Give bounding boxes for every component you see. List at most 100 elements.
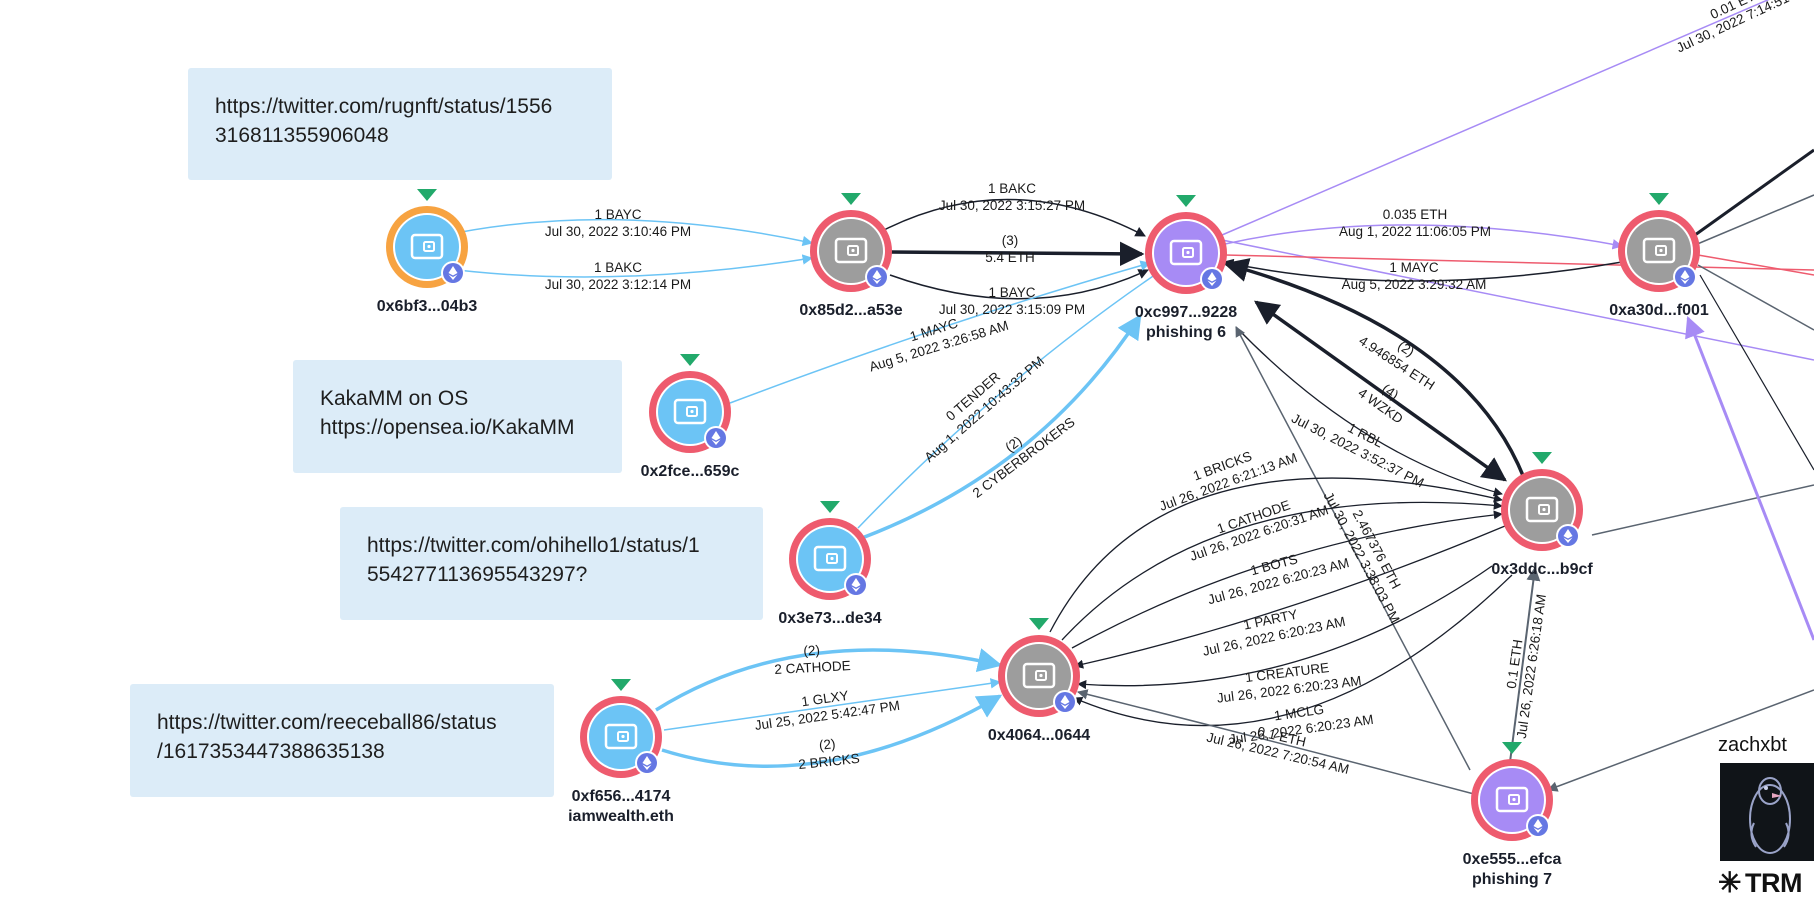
edge-e23[interactable] [1509,566,1541,763]
wallet-icon [1169,239,1203,266]
edge-label-line2: Jul 30, 2022 3:12:14 PM [545,277,691,292]
author-name: zachxbt [1718,734,1787,756]
node-n3e73[interactable]: 0x3e73...de34 [778,501,882,627]
note-line: https://opensea.io/KakaMM [320,416,575,439]
edge-e8[interactable] [861,313,1142,540]
edge-e13[interactable] [1254,300,1507,482]
edge-e6[interactable] [729,260,1152,404]
edge-stub[interactable] [1224,254,1814,271]
ethereum-icon [844,573,868,597]
node-n85d2[interactable]: 0x85d2...a53e [799,193,903,319]
node-address-label: 0x6bf3...04b3 [377,298,478,315]
ethereum-icon [635,751,659,775]
flag-marker-icon [611,679,631,691]
edge-e4[interactable] [886,241,1145,267]
edge-e10[interactable] [1222,258,1623,282]
edge-label-line1: (2) [818,736,836,753]
edge-label-line2: 2 BRICKS [798,751,861,772]
edge-label-line1: 1 BAYC [594,207,641,222]
node-n6bf3[interactable]: 0x6bf3...04b3 [377,189,478,315]
node-na30d[interactable]: 0xa30d...f001 [1609,193,1709,319]
edge-e21[interactable] [1073,574,1513,727]
note-line: https://twitter.com/rugnft/status/1556 [215,95,553,118]
ethereum-icon [704,426,728,450]
flag-marker-icon [841,193,861,205]
edge-e3[interactable] [879,198,1146,237]
note-rugnft[interactable]: https://twitter.com/rugnft/status/1556 3… [188,68,612,180]
edge-label-line2: Aug 5, 2022 3:29:32 AM [1342,277,1487,292]
edge-e19[interactable] [1074,525,1506,669]
edge-stub[interactable] [1547,689,1814,792]
edge-label-line1: (2) [803,643,820,659]
edge-stub[interactable] [1699,274,1814,471]
edge-label-line2: 2 CATHODE [774,658,851,677]
node-n2fce[interactable]: 0x2fce...659c [641,354,740,480]
note-reeceball[interactable]: https://twitter.com/reeceball86/status /… [130,684,554,797]
wallet-icon [1022,662,1056,689]
edge-e22[interactable] [1076,689,1475,795]
edge-label-e24: (2)2 CATHODE [774,643,851,677]
edge-e24[interactable] [655,648,1003,712]
note-line: 554277113695543297? [367,563,588,586]
node-address-label: 0xf656...4174 [572,788,671,805]
edge-e15[interactable] [1235,326,1471,771]
edge-e25[interactable] [663,678,1002,731]
node-tag-label: phishing 6 [1146,324,1226,341]
edge-stub[interactable] [1697,264,1814,331]
ethereum-icon [865,265,889,289]
flag-marker-icon [820,501,840,513]
node-address-label: 0x4064...0644 [988,727,1090,744]
wallet-icon [604,723,638,750]
edge-stub[interactable] [1221,239,1814,361]
node-tag-label: phishing 7 [1472,871,1552,888]
node-address-label: 0xe555...efca [1463,851,1562,868]
edge-label-line2: Aug 1, 2022 11:06:05 PM [1339,224,1491,239]
node-n4064[interactable]: 0x4064...0644 [988,618,1090,744]
edge-label-e26: (2)2 BRICKS [798,736,861,772]
edge-stub[interactable] [1694,148,1814,237]
wallet-icon [673,398,707,425]
node-body [1480,768,1544,832]
edge-label-line1: 1 GLXY [801,688,850,709]
edge-e2[interactable] [440,254,814,278]
edge-e1[interactable] [440,218,814,247]
note-ohihello[interactable]: https://twitter.com/ohihello1/status/1 5… [340,507,763,620]
ethereum-icon [1200,267,1224,291]
edge-stub[interactable] [1591,484,1814,536]
edge-e16[interactable] [1049,477,1503,633]
node-n3ddc[interactable]: 0x3ddc...b9cf [1491,452,1593,578]
edge-e17[interactable] [1061,500,1503,641]
edge-e7[interactable] [857,269,1163,529]
edge-e9[interactable] [1224,224,1624,250]
ethereum-icon [1673,265,1697,289]
note-kakamm[interactable]: KakaMM on OS https://opensea.io/KakaMM [293,360,622,473]
ethereum-icon [1556,524,1580,548]
edge-e18[interactable] [1071,510,1503,649]
edge-stub[interactable] [1697,254,1814,276]
trm-logo: ✳TRM [1718,866,1802,899]
edge-e20[interactable] [1077,565,1493,690]
edge-label-line1: (3) [1002,233,1019,248]
flag-marker-icon [1029,618,1049,630]
node-address-label: 0xa30d...f001 [1609,302,1709,319]
edge-e5[interactable] [889,269,1149,300]
node-address-label: 0x2fce...659c [641,463,740,480]
note-line: KakaMM on OS [320,387,469,410]
edge-e26[interactable] [661,694,1003,768]
flag-marker-icon [1502,742,1522,754]
edge-label-line1: 0.035 ETH [1383,207,1448,222]
edge-e11[interactable] [1221,0,1814,236]
node-ne555[interactable]: 0xe555...efca phishing 7 [1463,742,1562,888]
edge-stub[interactable] [1685,316,1814,641]
edge-stub[interactable] [1694,194,1814,246]
node-body [589,705,653,769]
node-address-label: 0x3e73...de34 [778,610,881,627]
edge-e14[interactable] [1235,326,1503,497]
